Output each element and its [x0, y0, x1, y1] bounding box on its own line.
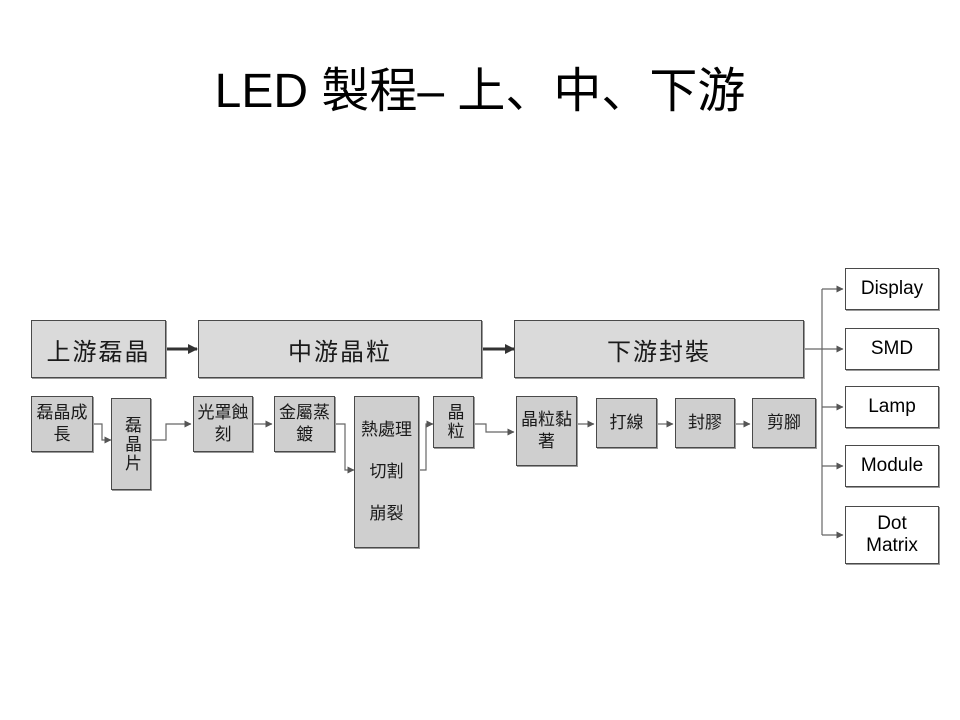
arrow-cutting-to-die: [419, 420, 434, 471]
product-smd: SMD: [845, 328, 939, 370]
product-module: Module: [845, 445, 939, 487]
step-epi-wafer: 磊晶片: [111, 398, 151, 490]
step-die: 晶粒: [433, 396, 474, 448]
slide-title: LED 製程– 上、中、下游: [214, 65, 746, 118]
arrow-metal-to-cutting: [335, 423, 355, 474]
step-cleaving: 崩裂: [369, 504, 404, 524]
product-dot-matrix: Dot Matrix: [845, 506, 939, 564]
step-encapsulate: 封膠: [675, 398, 735, 448]
arrow-die-to-bond: [474, 423, 515, 436]
step-heat-cut-cleave: 熱處理 切割 崩裂: [354, 396, 419, 548]
product-lamp: Lamp: [845, 386, 939, 428]
stage-downstream: 下游封裝: [514, 320, 804, 378]
arrow-wafer-to-photo: [151, 420, 192, 441]
arrow-growth-to-wafer: [93, 423, 112, 444]
step-photo-etch: 光罩蝕刻: [193, 396, 253, 452]
step-epi-growth: 磊晶成長: [31, 396, 93, 452]
step-metal-deposit: 金屬蒸鍍: [274, 396, 335, 452]
step-trim-leads: 剪腳: [752, 398, 816, 448]
stage-midstream: 中游晶粒: [198, 320, 482, 378]
step-wire-bond: 打線: [596, 398, 657, 448]
step-die-bond: 晶粒黏著: [516, 396, 577, 466]
product-display: Display: [845, 268, 939, 310]
step-heat-treat: 熱處理: [361, 420, 412, 440]
step-cutting: 切割: [369, 462, 404, 482]
stage-upstream: 上游磊晶: [31, 320, 166, 378]
